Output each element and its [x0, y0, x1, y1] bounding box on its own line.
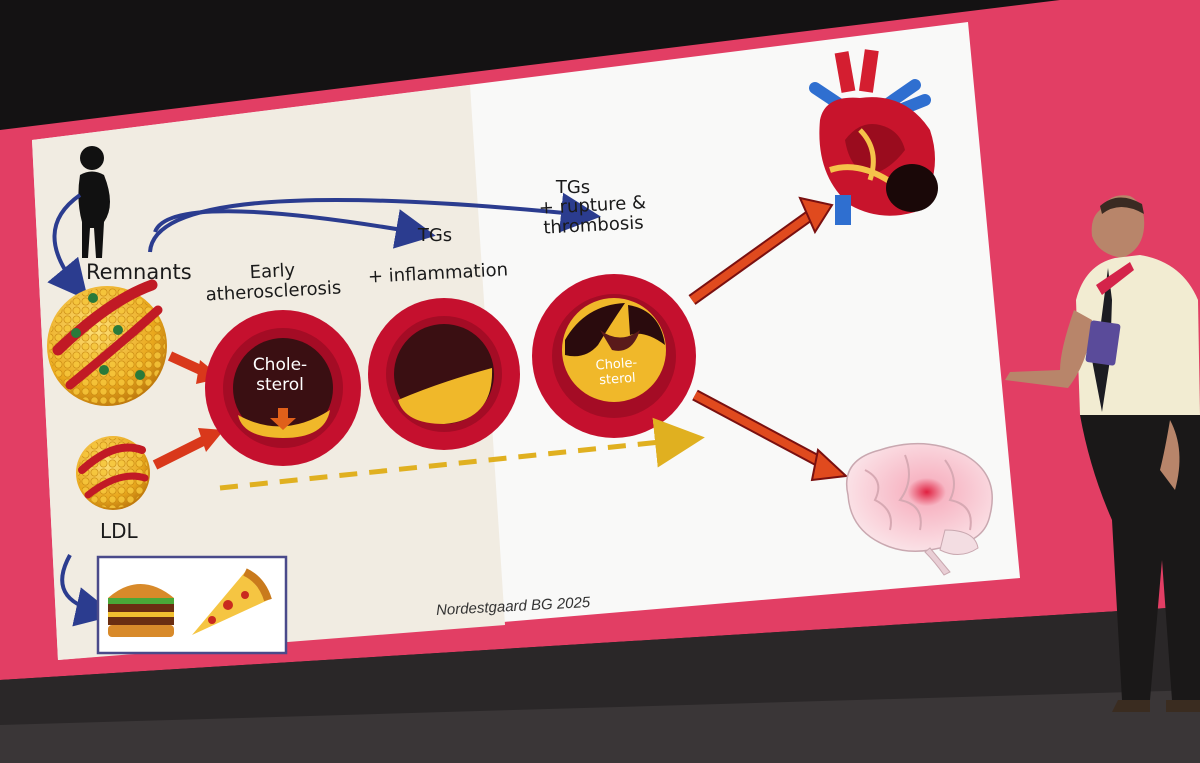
food-box: [96, 555, 288, 655]
presenter: [1005, 195, 1200, 712]
vessel-inflammation: [368, 298, 520, 450]
curved-arrow-to-rupture: [148, 192, 601, 253]
ldl-particle-icon: [76, 436, 150, 510]
stage2-top-label: TGs: [417, 225, 453, 246]
curved-arrow-person-to-remnants: [47, 193, 89, 301]
brain-icon: [846, 442, 993, 576]
dashed-arrow-progression: [219, 417, 705, 491]
vessel-rupture-thrombosis: [532, 274, 696, 438]
curved-arrow-to-inflammation: [153, 209, 436, 249]
arrow-to-heart: [688, 196, 834, 305]
lipoprotein-icon: [47, 279, 167, 406]
remnants-label: Remnants: [86, 260, 192, 284]
arrow-ldl-to-vessel: [152, 428, 224, 470]
stage-edge: [0, 690, 1200, 763]
ldl-label: LDL: [100, 519, 138, 543]
stage3-top-label: TGs: [555, 177, 591, 198]
cholesterol-label-rupture: Chole- sterol: [595, 355, 638, 389]
burger-icon: [108, 584, 174, 637]
cholesterol-label-early: Chole- sterol: [252, 355, 308, 395]
person-icon: [78, 146, 110, 258]
pizza-icon: [192, 568, 272, 635]
vessel-early-atherosclerosis: [205, 310, 361, 466]
stage1-label: Early atherosclerosis: [205, 259, 342, 306]
arrow-to-brain: [692, 389, 849, 482]
curved-arrow-food-to-ldl: [60, 554, 116, 627]
stage3-label: + rupture & thrombosis: [538, 192, 647, 239]
heart-icon: [809, 49, 938, 225]
